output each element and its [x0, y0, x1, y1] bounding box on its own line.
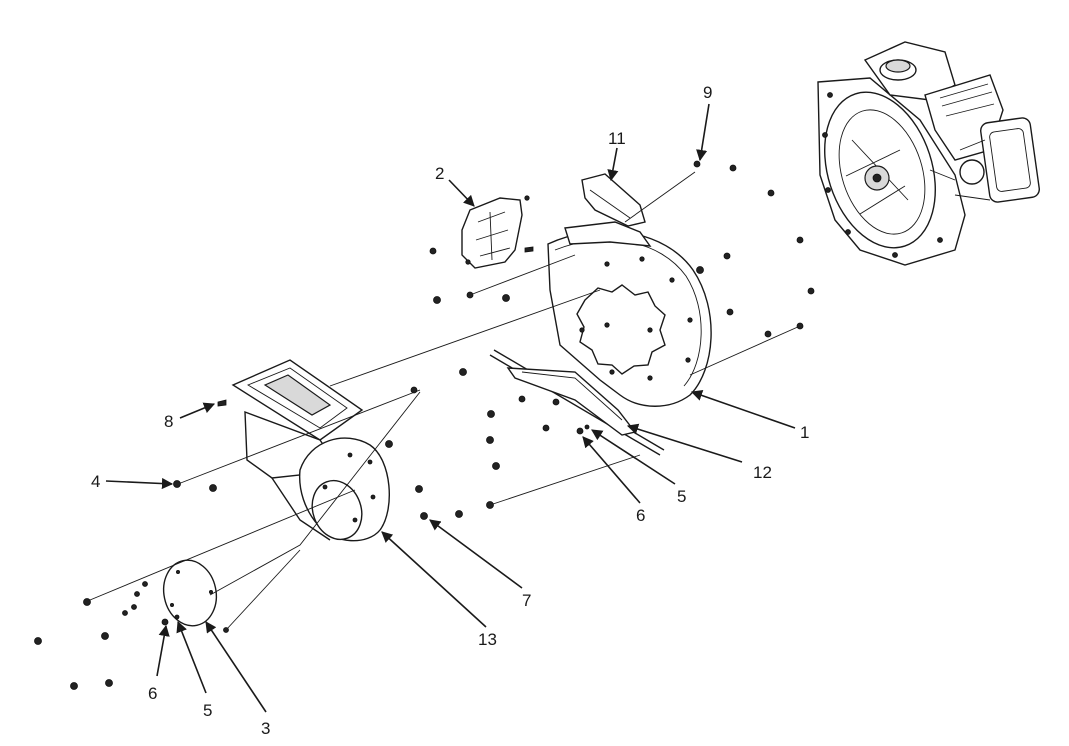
- leader-6a: [582, 436, 641, 504]
- callout-8: 8: [164, 412, 173, 431]
- leader-4: [105, 477, 174, 490]
- callout-12: 12: [753, 463, 772, 482]
- leader-6b: [156, 624, 170, 677]
- callout-11: 11: [608, 129, 626, 148]
- callout-leaders: [105, 103, 796, 713]
- exploded-alignment-lines: [89, 171, 801, 631]
- leader-11: [607, 147, 619, 182]
- engine-assembly: [817, 41, 1040, 266]
- callout-5-lower: 5: [203, 701, 212, 720]
- callout-4: 4: [91, 472, 100, 491]
- outlet-housing-part: [231, 359, 390, 542]
- callout-5-upper: 5: [677, 487, 686, 506]
- blower-housing-part: [547, 221, 712, 407]
- leader-1: [690, 390, 796, 429]
- callout-13: 13: [478, 630, 497, 649]
- leader-12: [626, 423, 743, 463]
- leader-3: [205, 621, 267, 713]
- callout-2: 2: [435, 164, 444, 183]
- leader-8: [179, 402, 216, 419]
- bracket-part: [581, 173, 646, 227]
- leader-5b: [176, 620, 207, 694]
- leader-13: [381, 531, 487, 628]
- leader-9: [696, 103, 710, 162]
- hardware-fasteners: [34, 160, 815, 690]
- callout-3: 3: [261, 719, 270, 738]
- callout-6-upper: 6: [636, 506, 645, 525]
- leader-5a: [591, 429, 676, 485]
- callout-1: 1: [800, 423, 809, 442]
- callout-labels: 1 2 3 4 5 5 6 6 7 8 9 11 12 13: [91, 83, 809, 738]
- cover-plate-part: [461, 195, 530, 269]
- callout-7: 7: [522, 591, 531, 610]
- leader-2: [448, 179, 475, 207]
- round-plate-part: [162, 559, 218, 627]
- callout-6-lower: 6: [148, 684, 157, 703]
- callout-9: 9: [703, 83, 712, 102]
- leader-7: [429, 519, 523, 589]
